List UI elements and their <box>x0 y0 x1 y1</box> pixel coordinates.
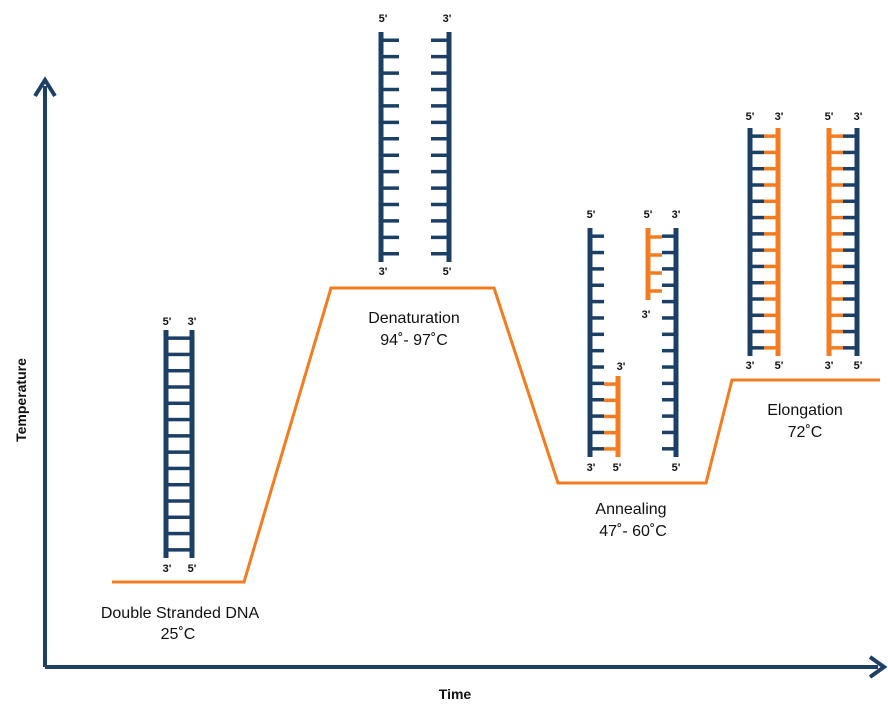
y-axis-arrow-icon <box>33 76 57 98</box>
dna-ladder-icon <box>747 128 781 356</box>
dna-single-strand-icon <box>378 32 399 262</box>
denaturation-title: Denaturation <box>368 310 460 327</box>
end-label-3prime: 3' <box>642 309 651 321</box>
end-label-3prime: 3' <box>746 360 755 372</box>
end-label-5prime: 5' <box>644 209 653 221</box>
annealing-temp: 47˚- 60˚C <box>599 523 667 540</box>
end-label-3prime: 3' <box>188 316 197 328</box>
dna-template-strand-icon <box>587 228 604 457</box>
x-axis-arrow-icon <box>868 655 888 679</box>
end-label-5prime: 5' <box>775 360 784 372</box>
end-label-5prime: 5' <box>443 266 452 278</box>
end-label-3prime: 3' <box>617 361 626 373</box>
end-label-3prime: 3' <box>587 462 596 474</box>
end-label-5prime: 5' <box>188 563 197 575</box>
y-axis-label: Temperature <box>13 358 29 442</box>
dna-single-strand-icon <box>431 32 452 262</box>
primer-strand-icon <box>645 228 662 300</box>
end-label-5prime: 5' <box>613 462 622 474</box>
end-label-3prime: 3' <box>379 266 388 278</box>
double-stranded-temp: 25˚C <box>161 626 196 643</box>
dna-strands <box>163 32 860 558</box>
end-label-3prime: 3' <box>775 111 784 123</box>
end-label-5prime: 5' <box>587 209 596 221</box>
strand-end-labels: 5' 3' 3' 5' 5' 3' 3' 5' 5' 3' 3' 5' 5' 3… <box>163 13 863 575</box>
denaturation-temp: 94˚- 97˚C <box>380 332 448 349</box>
end-label-3prime: 3' <box>672 209 681 221</box>
x-axis-label: Time <box>439 686 472 702</box>
primer-strand-icon <box>604 376 621 457</box>
end-label-5prime: 5' <box>672 462 681 474</box>
end-label-5prime: 5' <box>379 13 388 25</box>
end-label-3prime: 3' <box>825 360 834 372</box>
dna-ladder-icon <box>826 128 860 356</box>
end-label-5prime: 5' <box>746 111 755 123</box>
end-label-5prime: 5' <box>854 360 863 372</box>
temperature-profile-line <box>112 286 880 584</box>
axes: Time Temperature <box>13 76 888 702</box>
elongation-title: Elongation <box>767 402 843 419</box>
elongation-temp: 72˚C <box>788 424 823 441</box>
end-label-3prime: 3' <box>854 111 863 123</box>
end-label-5prime: 5' <box>163 316 172 328</box>
dna-template-strand-icon <box>662 228 679 457</box>
end-label-3prime: 3' <box>443 13 452 25</box>
dna-ladder-icon <box>163 330 195 558</box>
double-stranded-title: Double Stranded DNA <box>101 605 260 622</box>
stage-labels: Double Stranded DNA 25˚C Denaturation 94… <box>101 310 843 643</box>
annealing-title: Annealing <box>595 501 666 518</box>
end-label-5prime: 5' <box>825 111 834 123</box>
end-label-3prime: 3' <box>163 563 172 575</box>
